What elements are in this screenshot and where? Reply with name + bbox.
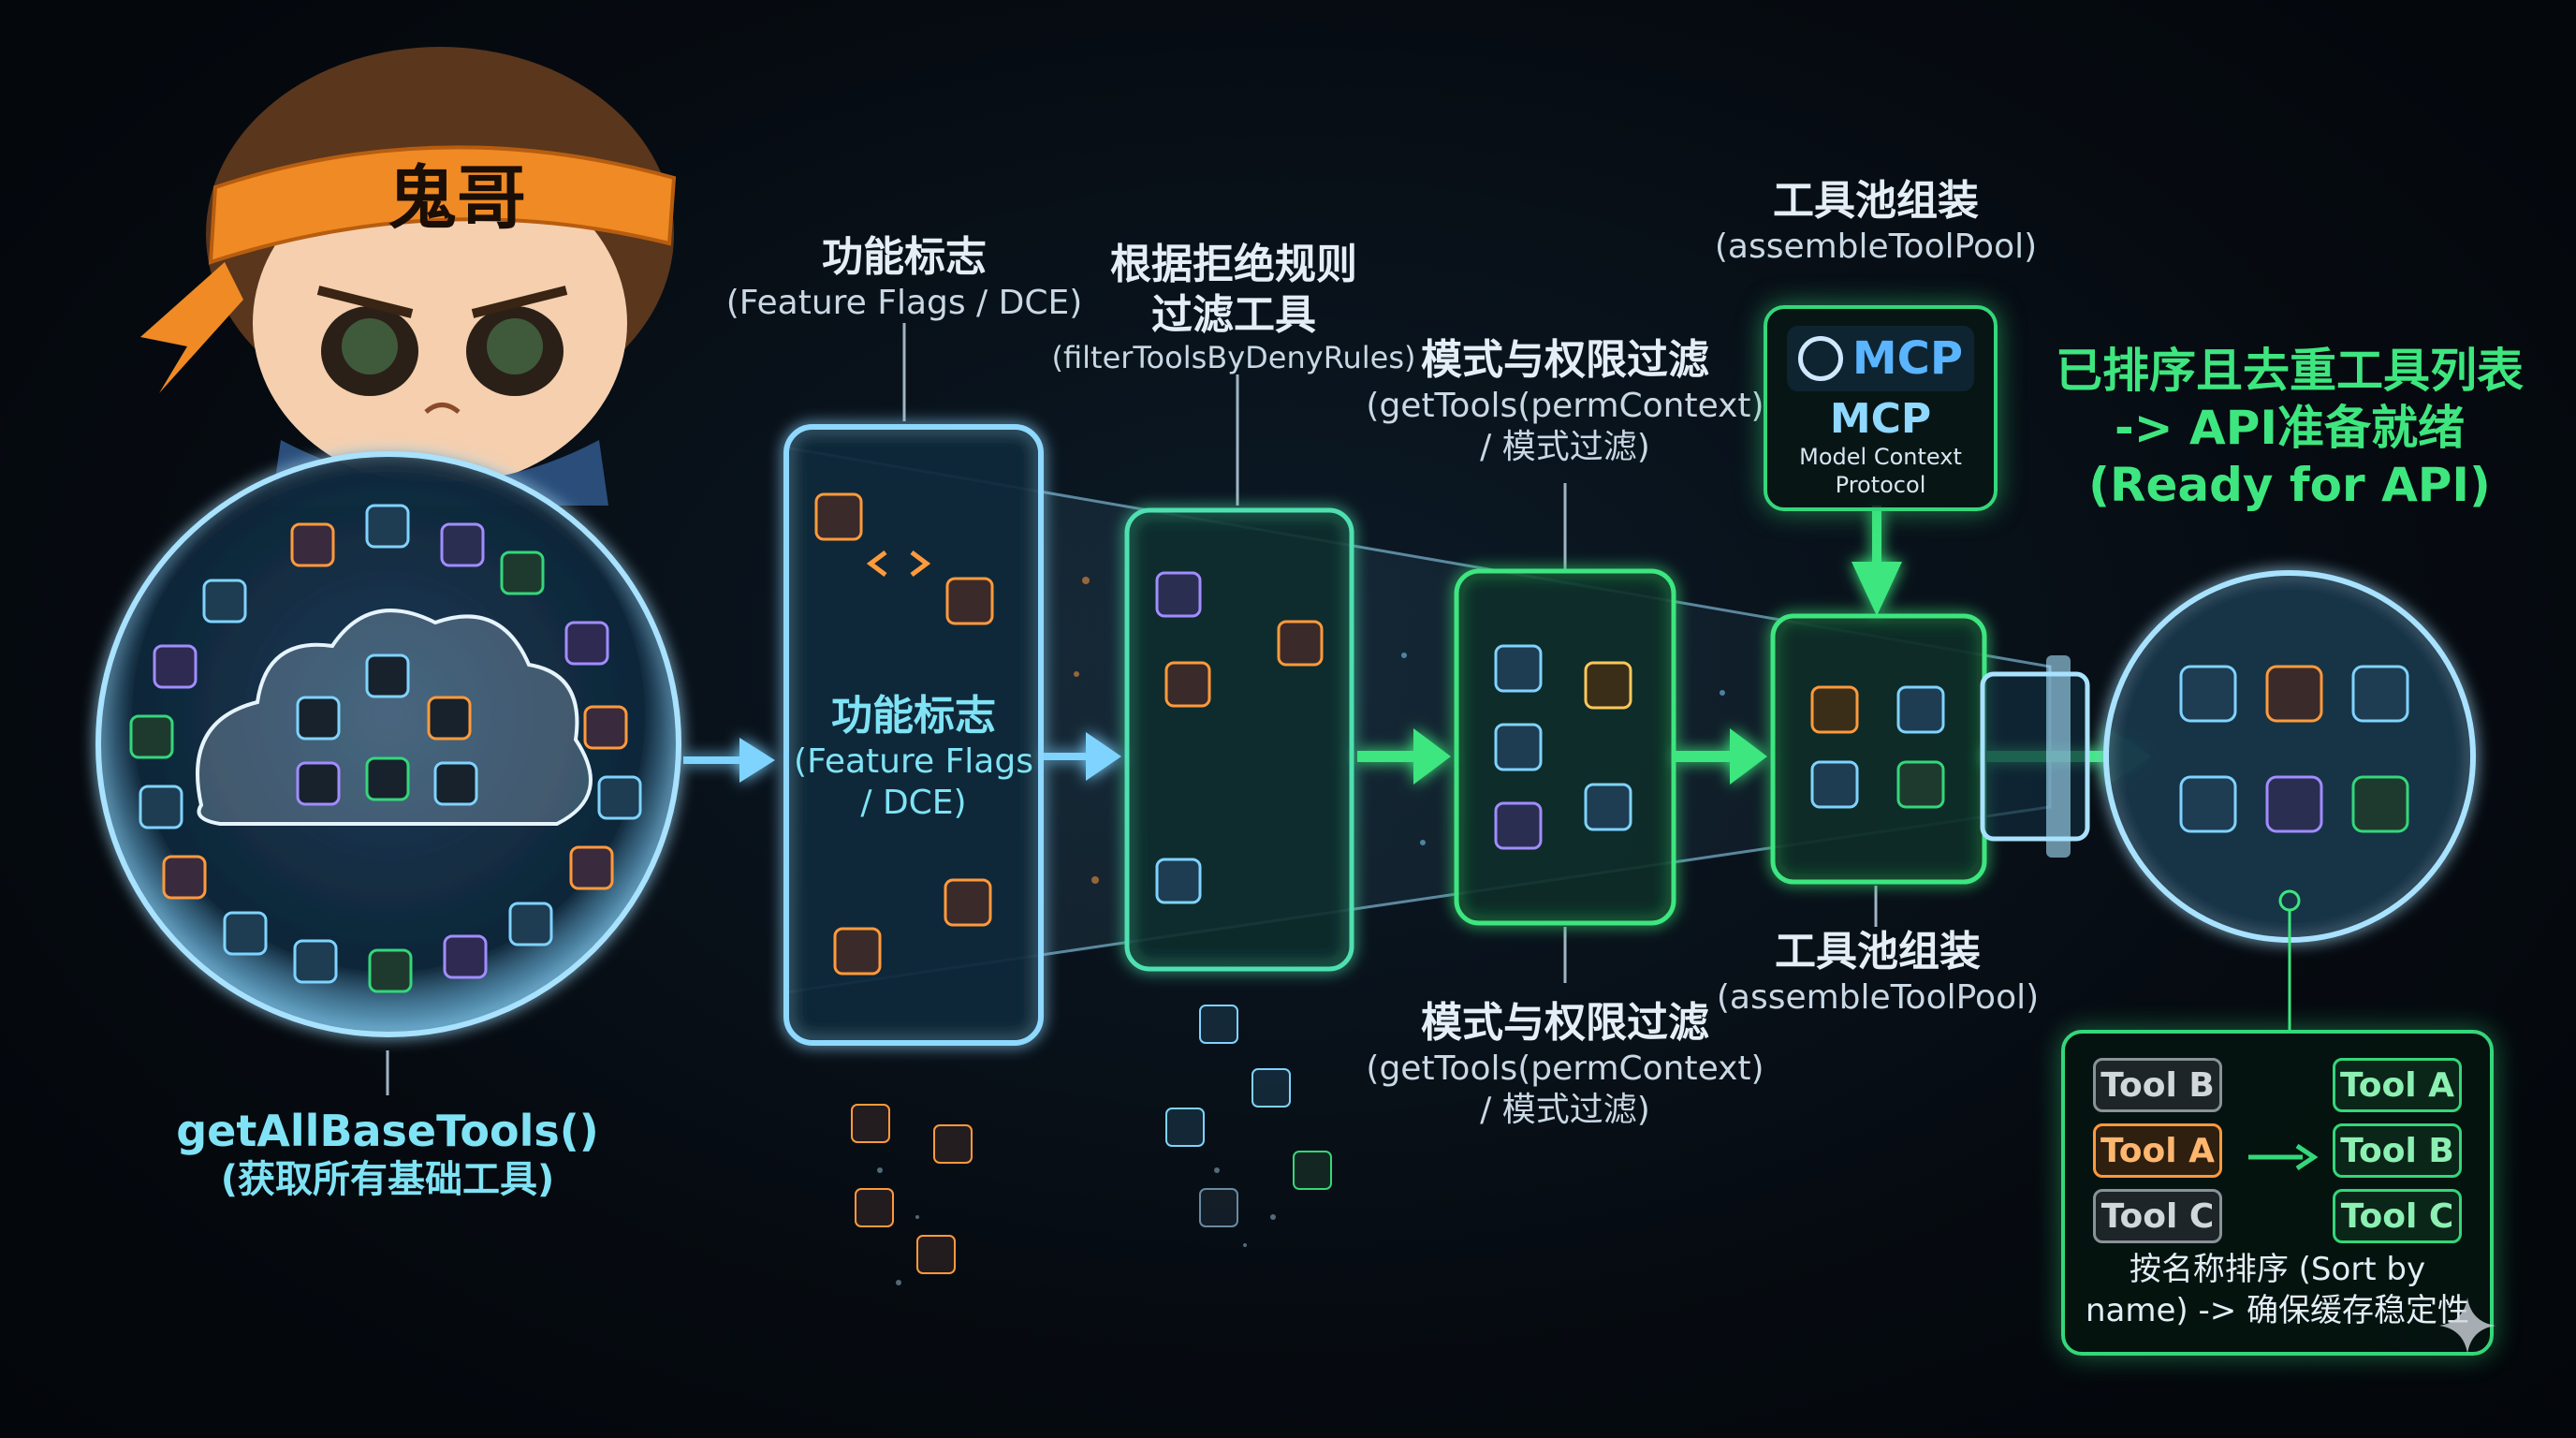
- sort-input-tool-c: Tool C: [2093, 1189, 2222, 1243]
- permission-subtitle-top: (getTools(permContext): [1366, 386, 1764, 425]
- sort-note: 按名称排序 (Sort by name) -> 确保缓存稳定性: [2065, 1249, 2490, 1331]
- cloud-shape: [196, 609, 593, 826]
- source-subtitle: (获取所有基础工具): [220, 1158, 555, 1202]
- permission-title-top: 模式与权限过滤: [1420, 336, 1709, 384]
- result-label: 已排序且去重工具列表 -> API准备就绪 (Ready for API): [2056, 343, 2524, 514]
- result-line3: (Ready for API): [2088, 458, 2491, 512]
- headband-text: 鬼哥: [388, 158, 526, 239]
- feature-flags-inner-title: 功能标志: [831, 692, 996, 740]
- deny-rules-icons: [1155, 571, 1324, 904]
- assemble-label-top: 工具池组装 (assembleToolPool): [1715, 176, 2037, 268]
- feature-flags-label: 功能标志 (Feature Flags / DCE): [726, 232, 1083, 324]
- mcp-logo-text: MCP: [1852, 332, 1964, 385]
- mcp-card: MCP MCP Model Context Protocol: [1764, 305, 1998, 511]
- permission-subtitle-bottom-2: / 模式过滤): [1480, 1090, 1650, 1129]
- mcp-logo: MCP: [1787, 326, 1974, 391]
- permission-label-bottom: 模式与权限过滤 (getTools(permContext) / 模式过滤): [1366, 998, 1764, 1130]
- feature-flags-inner-en1: (Feature Flags: [794, 741, 1033, 781]
- result-line1: 已排序且去重工具列表: [2056, 344, 2524, 398]
- discarded-particles: [851, 577, 1725, 1285]
- sort-input-tool-b: Tool B: [2093, 1058, 2222, 1112]
- feature-flags-inner-en2: / DCE): [860, 783, 967, 822]
- permission-subtitle-bottom: (getTools(permContext): [1366, 1049, 1764, 1088]
- assemble-subtitle-top: (assembleToolPool): [1714, 227, 2038, 266]
- feature-flags-icons: [814, 492, 994, 976]
- assemble-title-top: 工具池组装: [1772, 177, 1979, 225]
- sort-note-line1: 按名称排序 (Sort by: [2129, 1251, 2426, 1288]
- sparkle-icon: [2439, 1298, 2496, 1354]
- source-label: getAllBaseTools() (获取所有基础工具): [176, 1105, 599, 1203]
- assemble-icons: [1810, 685, 1945, 809]
- character-avatar: [140, 47, 677, 506]
- assemble-label-bottom: 工具池组装 (assembleToolPool): [1717, 927, 2039, 1019]
- feature-flags-subtitle: (Feature Flags / DCE): [725, 283, 1083, 322]
- assemble-subtitle-bottom: (assembleToolPool): [1716, 977, 2040, 1017]
- deny-rules-title-1: 根据拒绝规则: [1110, 241, 1357, 288]
- deny-rules-title-2: 过滤工具: [1151, 290, 1316, 339]
- sort-output-tool-a: Tool A: [2333, 1058, 2462, 1112]
- mcp-line1: Model Context: [1799, 444, 1962, 470]
- deny-rules-label: 根据拒绝规则 过滤工具 (filterToolsByDenyRules): [1052, 240, 1416, 376]
- feature-flags-inner-label: 功能标志 (Feature Flags / DCE): [794, 691, 1033, 823]
- sort-card: Tool B Tool A Tool C Tool A Tool B Tool …: [2061, 1030, 2494, 1356]
- bubble-tool-icons: [129, 504, 642, 993]
- sort-arrow-icon: [2248, 1143, 2319, 1171]
- output-bulb: [1980, 570, 2476, 1030]
- permission-title-bottom: 模式与权限过滤: [1420, 999, 1709, 1047]
- permission-subtitle-top-2: / 模式过滤): [1480, 427, 1650, 466]
- mcp-arrow: [1852, 506, 1902, 616]
- assemble-box: [1770, 613, 1987, 885]
- feature-flags-title: 功能标志: [821, 233, 987, 281]
- assemble-title-bottom: 工具池组装: [1774, 928, 1981, 976]
- deny-rules-subtitle: (filterToolsByDenyRules): [1051, 340, 1416, 376]
- result-line2: -> API准备就绪: [2115, 401, 2465, 455]
- permission-box: [1454, 568, 1676, 926]
- sort-note-line2: name) -> 确保缓存稳定性: [2085, 1292, 2470, 1330]
- permission-icons: [1494, 644, 1632, 850]
- mcp-line2: Protocol: [1835, 472, 1926, 498]
- sort-output-tool-c: Tool C: [2333, 1189, 2462, 1243]
- sort-output-tool-b: Tool B: [2333, 1123, 2462, 1178]
- openai-knot-icon: [1797, 336, 1843, 381]
- sort-input-tool-a: Tool A: [2093, 1123, 2222, 1178]
- source-title: getAllBaseTools(): [176, 1106, 599, 1156]
- permission-label-top: 模式与权限过滤 (getTools(permContext) / 模式过滤): [1366, 335, 1764, 467]
- mcp-title: MCP: [1829, 395, 1932, 443]
